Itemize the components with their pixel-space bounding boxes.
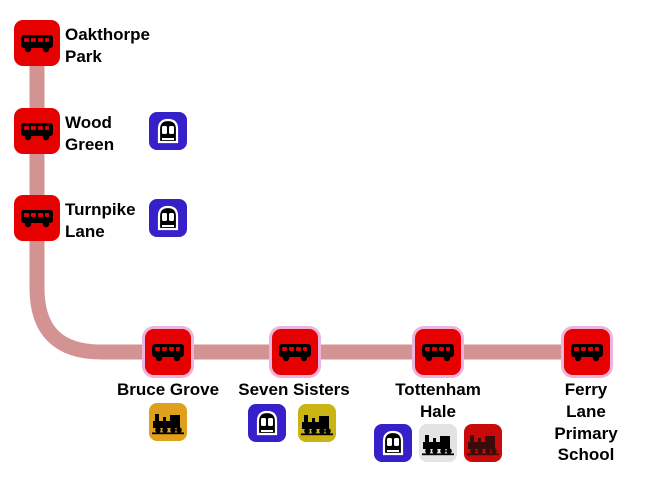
bus-stop-icon-oakthorpe-park — [14, 20, 60, 66]
stop-label-bruce-grove: Bruce Grove — [116, 380, 220, 399]
stop-label-turnpike-lane: Turnpike Lane — [65, 200, 136, 241]
national-rail-icon — [149, 403, 187, 441]
stop-label-wood-green: Wood Green — [65, 113, 115, 154]
bus-icon — [279, 344, 311, 362]
bus-icon — [152, 344, 184, 362]
national-rail-icon — [298, 404, 336, 442]
stop-label-seven-sisters: Seven Sisters — [238, 380, 350, 399]
bus-stop-icon-seven-sisters — [272, 329, 318, 375]
bus-icon — [571, 344, 603, 362]
bus-stop-icon-ferry-lane — [564, 329, 610, 375]
underground-icon — [149, 199, 187, 237]
underground-icon — [149, 112, 187, 150]
underground-icon — [248, 404, 286, 442]
national-rail-icon — [419, 424, 457, 462]
bus-icon — [422, 344, 454, 362]
bus-stop-icon-wood-green — [14, 108, 60, 154]
bus-stop-icon-tottenham-hale — [415, 329, 461, 375]
stop-label-oakthorpe-park: Oakthorpe Park — [65, 25, 151, 66]
bus-icon — [21, 210, 53, 228]
stop-label-tottenham-hale: Tottenham Hale — [395, 380, 481, 421]
rail-icon-red — [464, 424, 502, 462]
bus-icon — [21, 35, 53, 53]
underground-icon — [374, 424, 412, 462]
bus-icon — [21, 123, 53, 141]
bus-stop-icon-bruce-grove — [145, 329, 191, 375]
bus-stop-icon-turnpike-lane — [14, 195, 60, 241]
stop-label-ferry-lane-primary-school: Ferry Lane Primary School — [554, 380, 618, 465]
